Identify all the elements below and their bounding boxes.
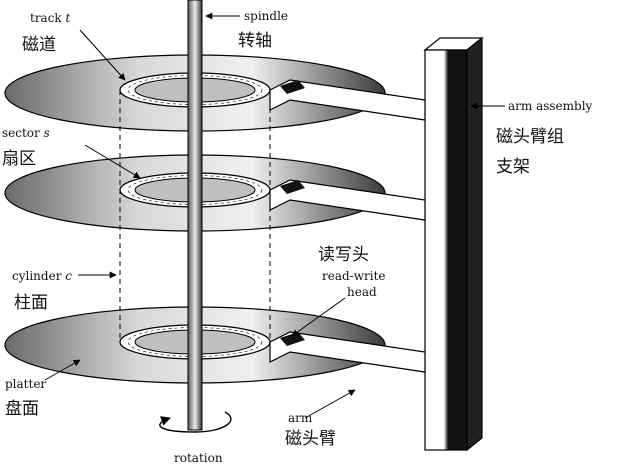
spindle <box>187 0 203 431</box>
arm-assembly-column <box>423 36 484 452</box>
label-track: track t <box>30 11 71 25</box>
label-cylinder: cylinder c <box>12 269 72 283</box>
label-track-zh: 磁道 <box>22 35 56 55</box>
label-spindle: spindle <box>244 9 288 23</box>
label-platter: platter <box>5 377 46 391</box>
label-rw-head-2: head <box>347 285 377 299</box>
label-rw-head-zh: 读写头 <box>318 245 369 265</box>
label-arm-assembly-zh-1: 磁头臂组 <box>496 127 564 147</box>
rotation-arrow <box>159 411 232 433</box>
label-platter-zh: 盘面 <box>5 399 39 419</box>
label-spindle-zh: 转轴 <box>238 31 272 51</box>
label-sector: sector s <box>2 126 50 140</box>
label-sector-zh: 扇区 <box>2 149 36 169</box>
label-arm-assembly-zh-2: 支架 <box>496 157 530 177</box>
label-cylinder-zh: 柱面 <box>14 293 48 313</box>
label-arm-zh: 磁头臂 <box>285 429 336 449</box>
pointer-lines <box>44 12 505 419</box>
label-arm: arm <box>288 411 313 425</box>
label-rotation: rotation <box>174 451 223 465</box>
label-rw-head-1: read-write <box>322 269 386 283</box>
cylinder-lines <box>119 90 271 342</box>
label-arm-assembly: arm assembly <box>508 99 593 113</box>
